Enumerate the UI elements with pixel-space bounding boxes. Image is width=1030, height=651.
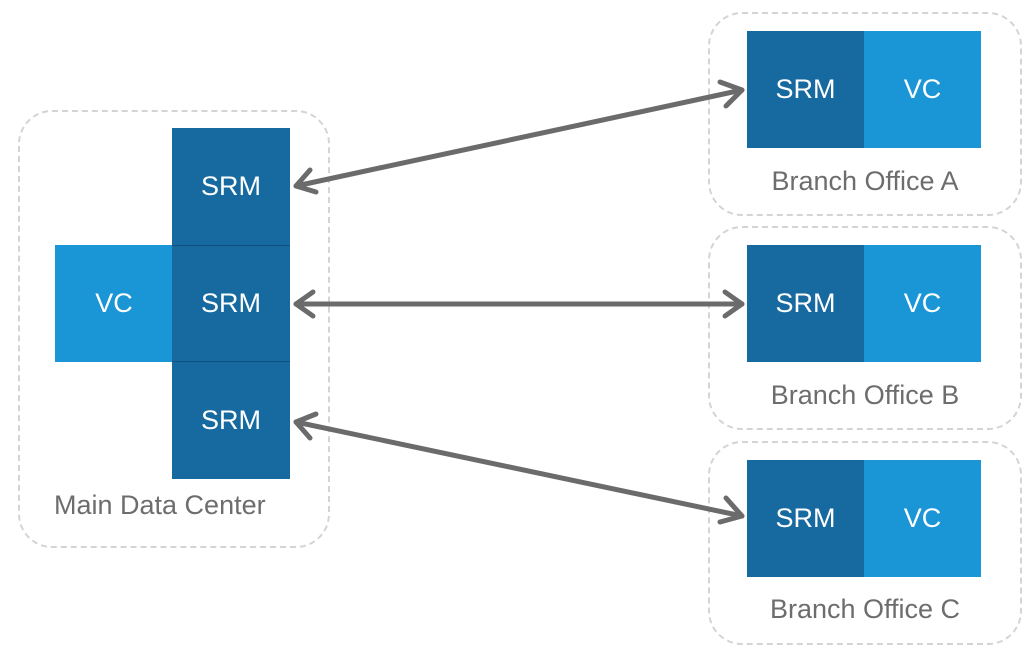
branch-b-caption: Branch Office B	[770, 380, 960, 410]
main-srm-label-middle: SRM	[201, 288, 261, 318]
main-vc-label: VC	[95, 288, 133, 318]
branch-c-srm-box: SRM	[747, 460, 864, 577]
main-vc-box: VC	[55, 245, 173, 362]
branch-a-srm-box: SRM	[747, 31, 864, 148]
branch-office-b-group	[708, 226, 1022, 430]
branch-c-caption: Branch Office C	[769, 594, 961, 624]
branch-c-vc-box: VC	[864, 460, 981, 577]
main-srm-box-bottom: SRM	[172, 362, 290, 479]
arrow-main-to-branch-a	[293, 79, 745, 195]
main-srm-label-bottom: SRM	[201, 405, 261, 435]
main-data-center-caption: Main Data Center	[54, 490, 266, 520]
branch-a-srm-label: SRM	[775, 74, 836, 104]
branch-a-vc-box: VC	[864, 31, 981, 148]
branch-b-vc-label: VC	[903, 288, 942, 318]
main-srm-box-top: SRM	[172, 128, 290, 245]
main-data-center-group	[18, 110, 330, 548]
branch-office-a-group	[708, 12, 1022, 216]
arrow-main-to-branch-c	[293, 411, 745, 525]
main-srm-label-top: SRM	[201, 171, 261, 201]
branch-office-c-group	[708, 441, 1022, 645]
branch-a-caption: Branch Office A	[771, 166, 959, 196]
arrow-main-to-branch-b	[293, 289, 745, 319]
branch-c-srm-label: SRM	[775, 503, 836, 533]
branch-c-vc-label: VC	[903, 503, 942, 533]
main-srm-box-middle: SRM	[172, 245, 290, 362]
branch-b-vc-box: VC	[864, 245, 981, 362]
branch-b-srm-label: SRM	[775, 288, 836, 318]
branch-a-vc-label: VC	[903, 74, 942, 104]
branch-b-srm-box: SRM	[747, 245, 864, 362]
